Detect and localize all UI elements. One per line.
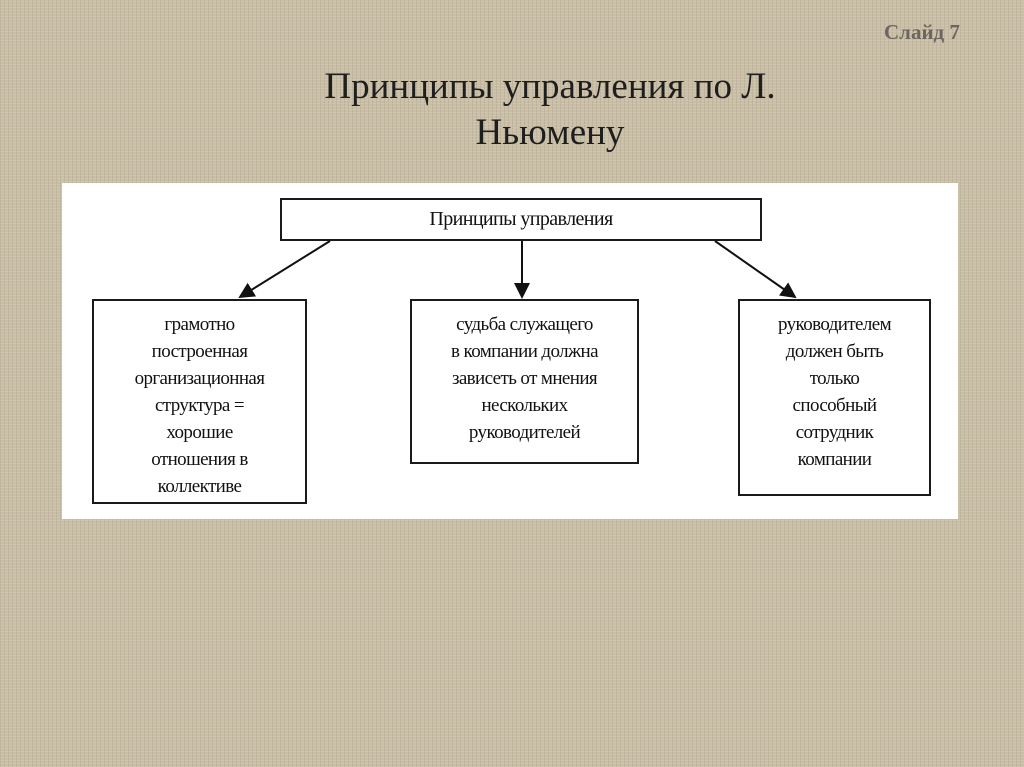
principle-box-2: судьба служащего в компании должна завис… <box>410 299 639 464</box>
box-line: руководителем <box>777 314 892 335</box>
root-box: Принципы управления <box>280 198 762 241</box>
box-line: построенная <box>151 341 248 362</box>
box-line: только <box>809 368 860 389</box>
box-line: коллективе <box>157 476 242 497</box>
box-line: сотрудник <box>795 422 874 443</box>
slide-number: Слайд 7 <box>884 20 960 44</box>
box-line: судьба служащего <box>456 314 593 335</box>
box-line: грамотно <box>164 314 235 335</box>
box-line: зависеть от мнения <box>451 368 598 389</box>
box-line: в компании должна <box>451 341 599 362</box>
principle-box-3: руководителем должен быть только способн… <box>738 299 931 496</box>
box-line: способный <box>792 395 877 416</box>
root-label: Принципы управления <box>429 208 613 230</box>
title-line-1: Принципы управления по Л. <box>324 66 776 107</box>
principle-box-1: грамотно построенная организационная стр… <box>92 299 307 504</box>
box-line: структура = <box>154 395 245 416</box>
box-line: нескольких <box>481 395 568 416</box>
box-line: должен быть <box>785 341 884 362</box>
box-line: организационная <box>134 368 265 389</box>
box-line: хорошие <box>166 422 233 443</box>
arrow-left <box>238 240 331 299</box>
box-line: руководителей <box>468 422 581 443</box>
title-line-2: Ньюмену <box>475 112 625 153</box>
box-line: компании <box>797 449 872 470</box>
box-line: отношения в <box>151 449 248 470</box>
arrow-right <box>714 240 797 299</box>
slide-title: Принципы управления по Л. Ньюмену <box>200 64 900 156</box>
